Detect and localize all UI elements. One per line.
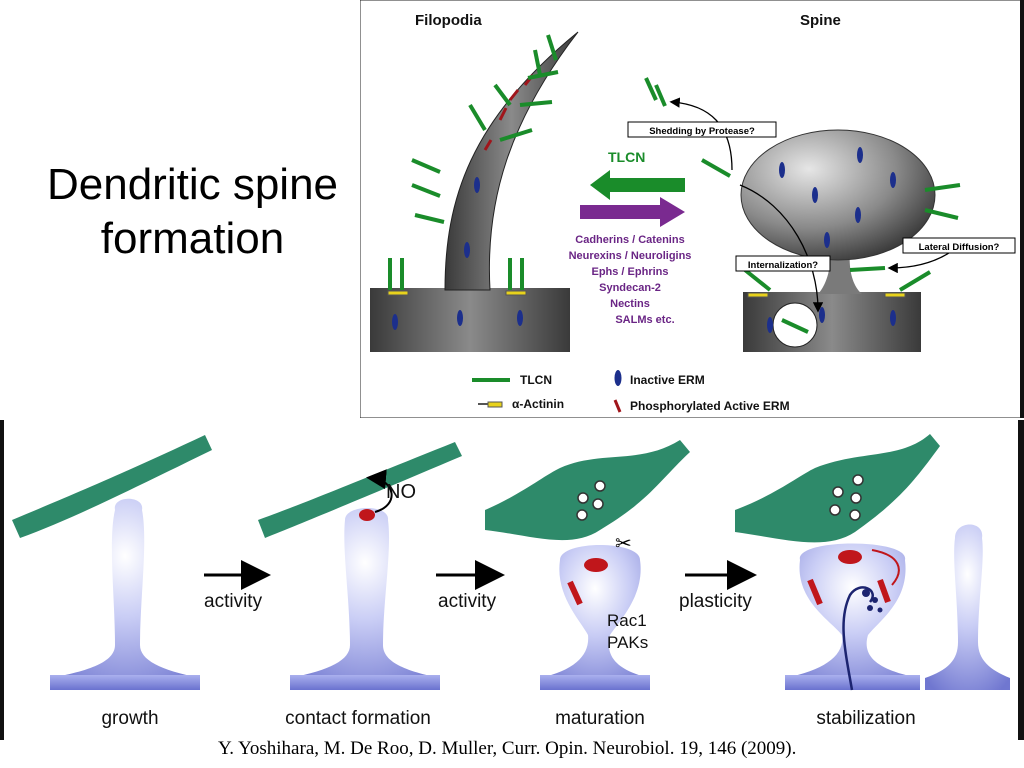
spine-neck bbox=[818, 250, 862, 294]
legend-inactive-erm: Inactive ERM bbox=[630, 373, 705, 387]
tlcn-left bbox=[388, 34, 559, 290]
internalization-label: Internalization? bbox=[748, 260, 818, 271]
stage-labels: growth contact formation maturation stab… bbox=[101, 708, 915, 729]
title-line-1: Dendritic spine bbox=[46, 160, 339, 209]
neighbor-spine bbox=[925, 524, 1010, 690]
citation: Y. Yoshihara, M. De Roo, D. Muller, Curr… bbox=[218, 738, 797, 759]
stage-label-maturation: maturation bbox=[555, 708, 645, 729]
stage-stabilization bbox=[735, 434, 1010, 691]
legend-tlcn: TLCN bbox=[520, 373, 552, 387]
inactive-erm-right bbox=[767, 147, 896, 333]
legend-active-erm: Phosphorylated Active ERM bbox=[630, 399, 790, 413]
actinin-right bbox=[747, 292, 906, 298]
legend: TLCN α-Actinin Inactive ERM Phosphorylat… bbox=[472, 370, 790, 413]
tlcn-arrow bbox=[590, 170, 685, 200]
title-line-2: formation bbox=[100, 214, 285, 263]
stage-maturation: ✂ Rac1 PAKs bbox=[485, 440, 690, 690]
spine-protrusion bbox=[50, 498, 200, 690]
internalization-arrow bbox=[739, 184, 824, 313]
arrow-labels: activity activity plasticity bbox=[204, 591, 752, 612]
molecule-list: Cadherins / Catenins Neurexins / Neuroli… bbox=[569, 234, 692, 326]
inactive-erm-left bbox=[392, 177, 523, 330]
spine-label: Spine bbox=[800, 12, 841, 29]
no-label: NO bbox=[386, 481, 416, 503]
legend-actinin: α-Actinin bbox=[512, 397, 564, 411]
internalization-box: Internalization? bbox=[735, 255, 831, 272]
axon-bouton bbox=[485, 440, 690, 541]
spine-protrusion bbox=[290, 508, 440, 690]
molecule-item: Ephs / Ephrins bbox=[591, 266, 668, 278]
tlcn-right bbox=[644, 77, 961, 292]
axon bbox=[258, 442, 462, 538]
molecule-item: Syndecan-2 bbox=[599, 282, 661, 294]
arrow-label-activity-2: activity bbox=[438, 591, 497, 612]
paks-label: PAKs bbox=[607, 633, 648, 652]
spine-mushroom bbox=[785, 543, 920, 690]
shedding-label: Shedding by Protease? bbox=[649, 126, 755, 137]
spine-head bbox=[740, 129, 936, 261]
spine-mushroom bbox=[540, 545, 650, 690]
spine-development-figure: NO ✂ Rac1 PAKs activity bbox=[0, 420, 1024, 740]
arrow-label-plasticity: plasticity bbox=[679, 591, 752, 612]
filopodia-label: Filopodia bbox=[415, 12, 482, 29]
shedding-arrow bbox=[669, 97, 733, 171]
lateral-label: Lateral Diffusion? bbox=[919, 242, 1000, 253]
scissors-icon: ✂ bbox=[615, 533, 632, 555]
stage-label-stabilization: stabilization bbox=[816, 708, 915, 729]
purple-arrow bbox=[580, 197, 685, 227]
stage-label-growth: growth bbox=[101, 708, 158, 729]
axon bbox=[12, 435, 212, 538]
filopodia-spine-figure: Filopodia Spine TLCN Cadherins / Catenin… bbox=[360, 0, 1024, 418]
molecule-item: Neurexins / Neuroligins bbox=[569, 250, 692, 262]
left-dendrite-shaft bbox=[370, 288, 570, 352]
arrow-label-activity-1: activity bbox=[204, 591, 263, 612]
molecule-item: Cadherins / Catenins bbox=[575, 234, 684, 246]
stage-growth bbox=[12, 435, 212, 690]
rac-label: Rac1 bbox=[607, 611, 647, 630]
slide-title: Dendritic spine formation bbox=[0, 158, 385, 266]
lateral-box: Lateral Diffusion? bbox=[902, 237, 1016, 254]
stage-contact-formation: NO bbox=[258, 442, 462, 690]
filopodium bbox=[444, 31, 579, 291]
shedding-box: Shedding by Protease? bbox=[627, 121, 777, 138]
molecule-item: SALMs etc. bbox=[615, 314, 674, 326]
tlcn-arrow-label: TLCN bbox=[608, 149, 645, 165]
molecule-item: Nectins bbox=[610, 298, 650, 310]
stage-label-contact: contact formation bbox=[285, 708, 431, 729]
actinin-left bbox=[387, 290, 527, 296]
